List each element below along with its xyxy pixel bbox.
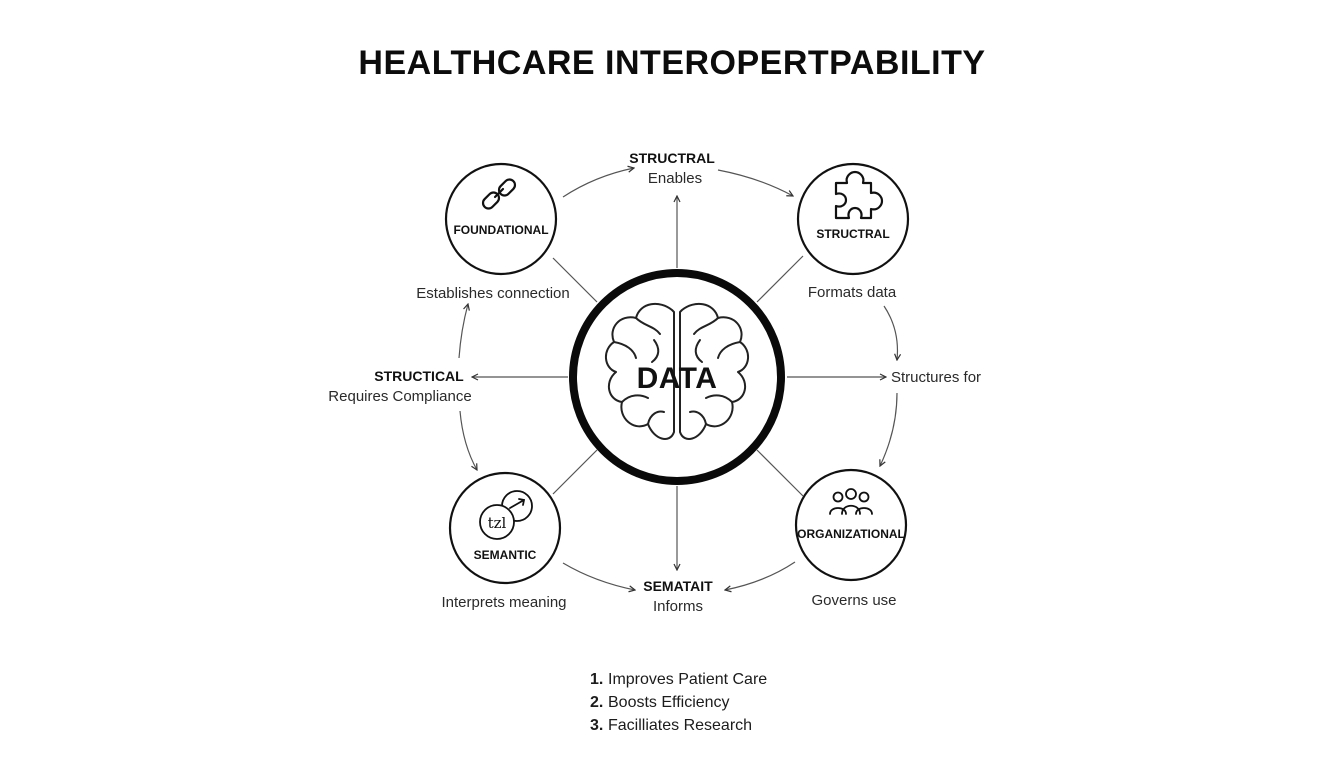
list-item: 1.Improves Patient Care — [590, 668, 767, 691]
chain-link-icon — [481, 178, 517, 210]
connector-bottom-heading: SEMATAIT — [643, 578, 713, 594]
connector-top-heading: STRUCTRAL — [629, 150, 715, 166]
connector-bottom-text: Informs — [652, 598, 704, 615]
caption-organizational: Governs use — [811, 592, 897, 609]
list-item-number: 3. — [590, 717, 604, 734]
curve-top-to-structural — [717, 169, 793, 196]
spoke-lines — [552, 255, 804, 497]
spoke-foundational — [552, 257, 598, 303]
list-item-number: 2. — [590, 694, 604, 711]
connector-left-text: Requires Compliance — [328, 388, 472, 405]
puzzle-piece-icon — [834, 170, 884, 220]
benefits-list: 1.Improves Patient Care 2.Boosts Efficie… — [590, 668, 767, 737]
node-structural-label: STRUCTRAL — [816, 227, 890, 241]
list-item: 2.Boosts Efficiency — [590, 691, 767, 714]
spoke-semantic — [552, 449, 598, 495]
curve-right-to-organizational — [880, 392, 898, 466]
caption-foundational: Establishes connection — [416, 285, 570, 302]
data-hub-label: DATA — [636, 362, 718, 395]
curve-left-to-foundational — [458, 304, 468, 359]
translate-icon — [479, 490, 533, 540]
people-group-icon — [829, 488, 873, 515]
connector-left-heading: STRUCTICAL — [374, 368, 464, 384]
spoke-structural — [756, 255, 804, 303]
curve-left-to-semantic — [459, 410, 477, 470]
node-organizational-label: ORGANIZATIONAL — [797, 527, 905, 541]
node-foundational-circle — [444, 162, 558, 276]
page-title: HEALTHCARE INTEROPERTPABILITY — [358, 44, 986, 82]
curve-semantic-to-bottom — [562, 562, 635, 590]
list-item-text: Improves Patient Care — [608, 671, 768, 688]
spoke-organizational — [756, 449, 804, 497]
list-item-number: 1. — [590, 671, 604, 688]
curve-foundational-to-top — [562, 168, 634, 198]
curve-structural-to-right — [883, 305, 897, 360]
translate-icon-glyph: tzl — [488, 514, 507, 532]
data-hub-circle — [569, 269, 785, 485]
node-foundational-label: FOUNDATIONAL — [453, 223, 549, 237]
brain-icon — [605, 302, 749, 440]
caption-semantic: Interprets meaning — [441, 594, 567, 611]
list-item: 3.Facilliates Research — [590, 714, 767, 737]
list-item-text: Boosts Efficiency — [608, 694, 730, 711]
caption-structural: Formats data — [807, 284, 897, 301]
node-organizational-circle — [794, 468, 908, 582]
node-semantic-label: SEMANTIC — [473, 548, 537, 562]
connector-top-text: Enables — [647, 170, 703, 187]
connector-right-text: Structures for — [891, 369, 982, 386]
list-item-text: Facilliates Research — [608, 717, 753, 734]
node-structural-circle — [796, 162, 910, 276]
curve-organizational-to-bottom — [725, 561, 796, 590]
